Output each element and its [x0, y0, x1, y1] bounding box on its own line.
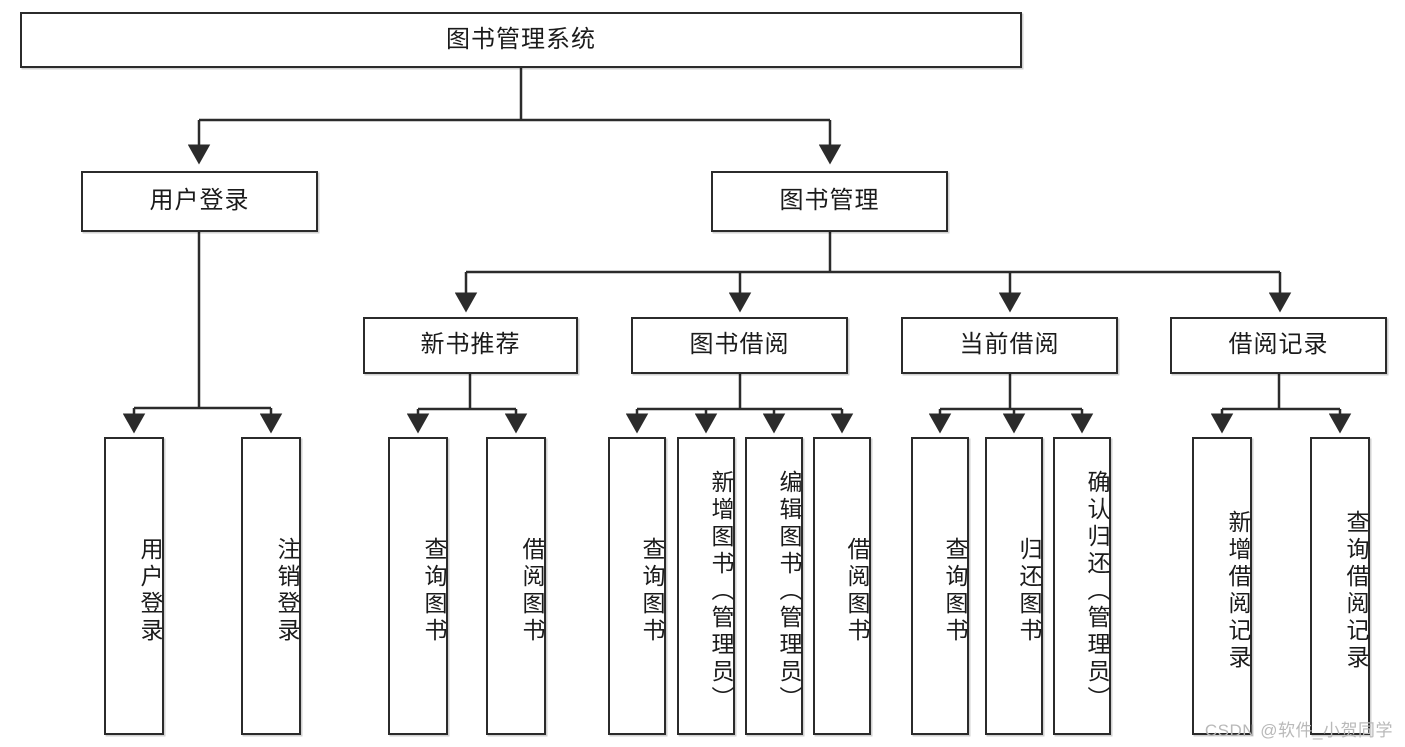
node-label: 用户登录 — [149, 187, 250, 215]
node-label: 借阅记录 — [1228, 331, 1329, 359]
node-label: 查询图书 — [421, 537, 447, 645]
node-leaf-borrow-book-1[interactable]: 借阅图书 — [486, 437, 546, 735]
node-leaf-query-book-3[interactable]: 查询图书 — [911, 437, 969, 735]
node-book-manage[interactable]: 图书管理 — [711, 171, 948, 232]
node-leaf-edit-book[interactable]: 编辑图书（管理员） — [745, 437, 803, 735]
node-label: 当前借阅 — [959, 331, 1060, 359]
node-leaf-user-login[interactable]: 用户登录 — [104, 437, 164, 735]
node-leaf-add-record[interactable]: 新增借阅记录 — [1192, 437, 1252, 735]
watermark: CSDN @软件_小贺同学 — [1204, 721, 1393, 740]
node-label: 注销登录 — [274, 537, 300, 645]
node-leaf-query-book-1[interactable]: 查询图书 — [388, 437, 448, 735]
node-current-borrow[interactable]: 当前借阅 — [901, 317, 1118, 374]
node-label: 确认归还（管理员） — [1084, 469, 1110, 713]
node-label: 新增图书（管理员） — [708, 469, 734, 713]
node-label: 借阅图书 — [844, 537, 870, 645]
node-new-book-recommend[interactable]: 新书推荐 — [363, 317, 578, 374]
node-label: 归还图书 — [1016, 537, 1042, 645]
node-label: 图书借阅 — [689, 331, 790, 359]
node-label: 借阅图书 — [519, 537, 545, 645]
node-user-login[interactable]: 用户登录 — [81, 171, 318, 232]
node-root[interactable]: 图书管理系统 — [20, 12, 1022, 68]
node-leaf-add-book[interactable]: 新增图书（管理员） — [677, 437, 735, 735]
node-label: 图书管理 — [779, 187, 880, 215]
node-book-borrow[interactable]: 图书借阅 — [631, 317, 848, 374]
node-leaf-query-record[interactable]: 查询借阅记录 — [1310, 437, 1370, 735]
node-leaf-confirm-return[interactable]: 确认归还（管理员） — [1053, 437, 1111, 735]
node-borrow-record[interactable]: 借阅记录 — [1170, 317, 1387, 374]
node-leaf-borrow-book-2[interactable]: 借阅图书 — [813, 437, 871, 735]
node-leaf-logout[interactable]: 注销登录 — [241, 437, 301, 735]
node-label: 查询借阅记录 — [1343, 510, 1369, 672]
node-label: 新增借阅记录 — [1225, 510, 1251, 672]
node-leaf-return-book[interactable]: 归还图书 — [985, 437, 1043, 735]
node-label: 图书管理系统 — [446, 25, 596, 53]
node-label: 新书推荐 — [420, 331, 521, 359]
node-label: 编辑图书（管理员） — [776, 469, 802, 713]
node-label: 查询图书 — [942, 537, 968, 645]
node-label: 查询图书 — [639, 537, 665, 645]
node-label: 用户登录 — [137, 537, 163, 645]
node-leaf-query-book-2[interactable]: 查询图书 — [608, 437, 666, 735]
